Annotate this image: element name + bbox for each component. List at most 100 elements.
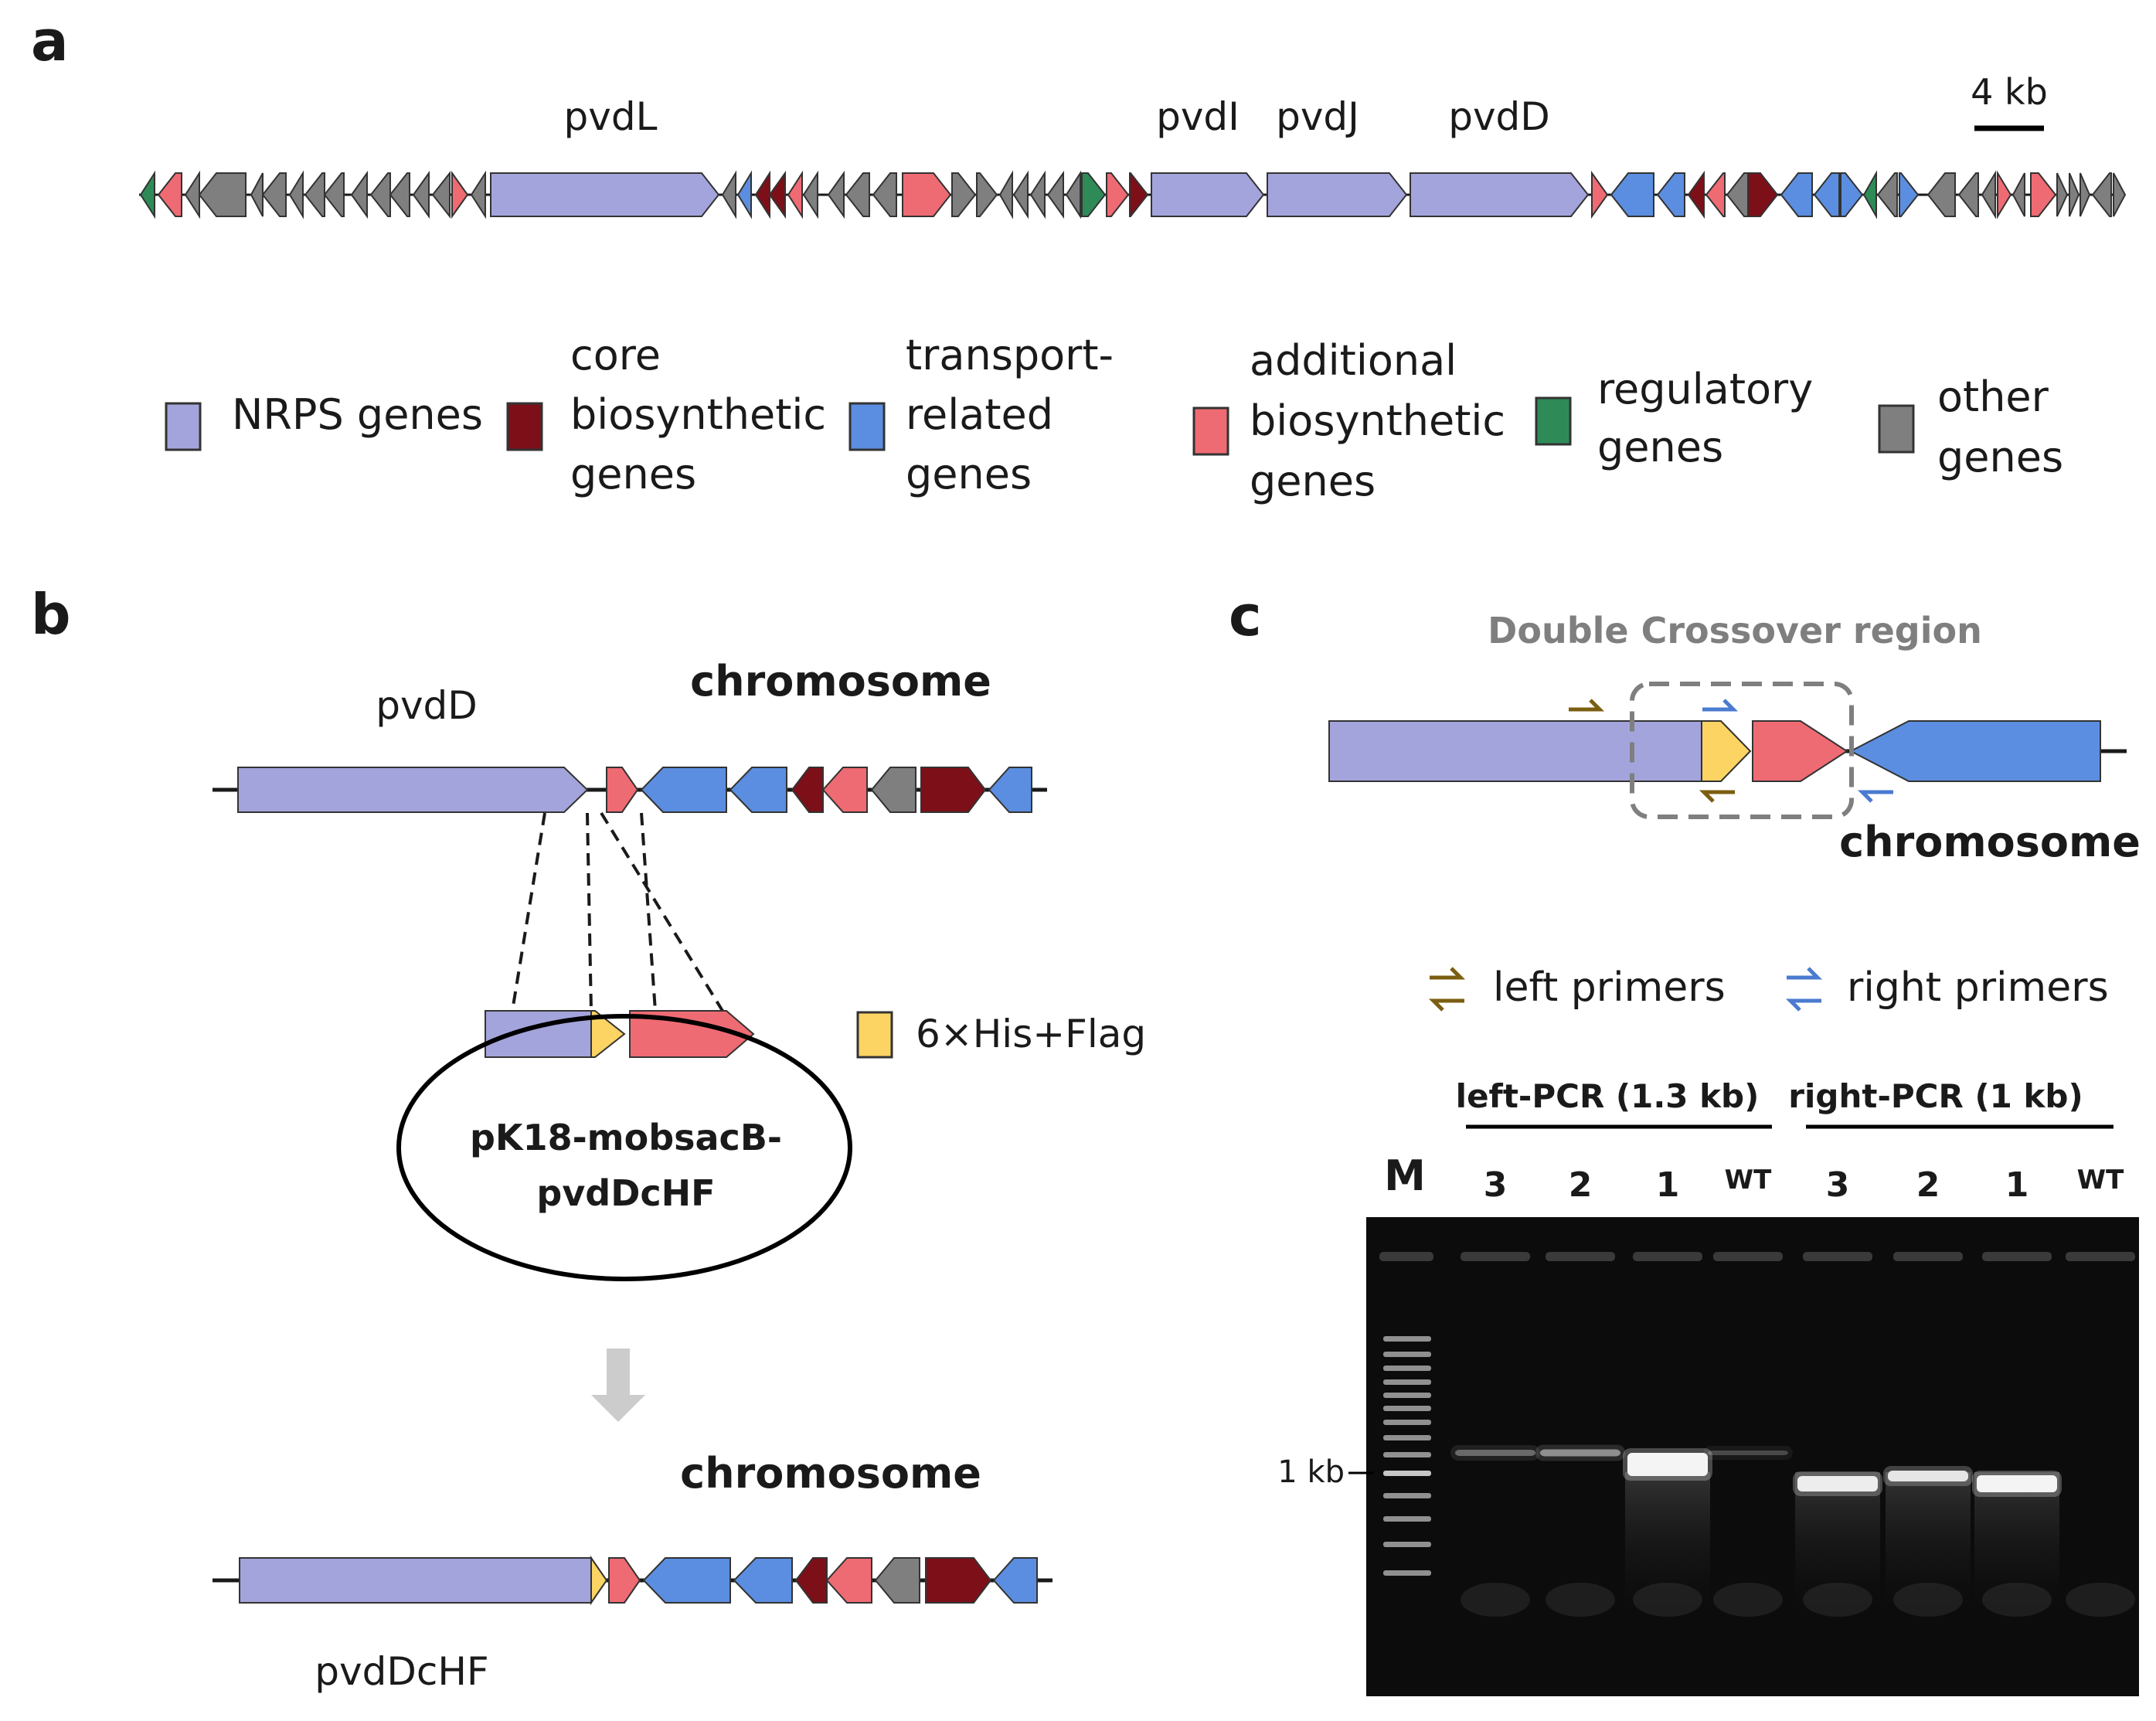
gene-core-top-7	[920, 767, 987, 813]
marker-lane-label: M	[1384, 1151, 1426, 1200]
chromosome-label-c: chromosome	[1839, 818, 2141, 866]
band-7	[1977, 1475, 2057, 1492]
ladder-band-12	[1383, 1516, 1431, 1522]
panel-a-letter: a	[31, 9, 69, 73]
primer-dimer-2	[1546, 1583, 1615, 1617]
ladder-band-6	[1383, 1406, 1431, 1411]
gel-well-1	[1461, 1252, 1530, 1261]
gene-other-23	[827, 170, 845, 219]
scale-bar-label: 4 kb	[1971, 71, 2048, 113]
legend-label-transport: transport-	[906, 331, 1114, 379]
lane-label-4: WT	[1725, 1165, 1773, 1196]
gene-core-36	[1129, 172, 1149, 217]
gene-other-63	[2113, 172, 2127, 217]
gene-transport-top-8	[988, 767, 1032, 813]
gene-other-6	[288, 170, 304, 219]
gene-other-45	[1726, 172, 1749, 217]
gene-other-4	[250, 172, 264, 217]
right-primers-icon	[1785, 967, 1823, 1012]
band-1	[1455, 1450, 1535, 1456]
gene-other-32	[1046, 170, 1064, 219]
primer-dimer-7	[1982, 1583, 2052, 1617]
panel-b-letter: b	[31, 582, 71, 647]
gene-other-54	[1957, 172, 1979, 217]
gel-well-3	[1633, 1252, 1702, 1261]
legend-swatch-transport	[848, 402, 886, 451]
gene-other-5	[261, 172, 287, 217]
legend-label-core: genes	[570, 450, 696, 498]
gene-other-9	[350, 170, 368, 219]
chromosome-label-top: chromosome	[690, 657, 991, 706]
ladder-band-5	[1383, 1393, 1431, 1398]
gene-transport-48	[1813, 172, 1840, 217]
plasmid-downstream-fragment	[629, 1010, 755, 1058]
gel-well-8	[2066, 1252, 2135, 1261]
gene-other-59	[2056, 172, 2069, 217]
crossover-genes	[1328, 720, 2101, 782]
chromosome-genes-top	[237, 767, 1032, 813]
gene-other-31	[1029, 170, 1046, 219]
crossover-transport-gene	[1848, 720, 2101, 782]
gene-additional-bottom-2	[608, 1557, 641, 1604]
gene-core-bottom-5	[794, 1557, 828, 1604]
legend-label-transport: genes	[906, 450, 1032, 498]
gene-additional-26	[902, 172, 952, 217]
gene-transport-bottom-9	[992, 1557, 1038, 1604]
left-reverse-primer-icon	[1699, 790, 1735, 803]
gene-other-60	[2069, 172, 2080, 217]
gene-tag-bottom-1	[590, 1555, 608, 1606]
gene-core-top-4	[791, 767, 824, 813]
gene-other-29	[998, 170, 1013, 219]
ladder-band-2	[1383, 1352, 1431, 1357]
left-pcr-label: left-PCR (1.3 kb)	[1456, 1077, 1760, 1115]
gene-other-53	[1926, 172, 1956, 217]
lane-label-2: 2	[1569, 1165, 1593, 1205]
gene-other-3	[198, 172, 247, 217]
gene-other-24	[845, 172, 870, 217]
gene-other-17	[721, 170, 736, 219]
gene-additional-35	[1106, 172, 1130, 217]
gene-transport-41	[1610, 172, 1654, 217]
legend-label-transport: related	[906, 390, 1053, 439]
gene-transport-top-2	[640, 767, 727, 813]
gene-nrps-38	[1267, 172, 1408, 217]
transition-arrow	[591, 1349, 645, 1422]
band-glow-4	[1703, 1446, 1793, 1460]
ladder-band-7	[1383, 1420, 1431, 1425]
gene-other-top-6	[870, 767, 916, 813]
lane-label-7: 1	[2005, 1165, 2029, 1205]
gene-cluster-map	[139, 170, 2127, 219]
lane-label-5: 3	[1826, 1165, 1850, 1205]
result-gene-label: pvdDcHF	[315, 1649, 488, 1694]
ladder-band-9	[1383, 1452, 1431, 1457]
plasmid-tag	[590, 1010, 626, 1058]
right-reverse-primer-icon	[1857, 790, 1893, 803]
ladder-band-1	[1383, 1336, 1431, 1342]
gene-additional-top-5	[821, 767, 868, 813]
gene-nrps-39	[1410, 172, 1590, 217]
band-3	[1627, 1453, 1708, 1476]
gene-other-30	[1012, 170, 1029, 219]
gene-nrps-top-0	[237, 767, 589, 813]
gene-core-20	[768, 170, 786, 219]
gene-transport-42	[1656, 172, 1685, 217]
band-6	[1888, 1471, 1968, 1481]
gene-other-25	[872, 172, 897, 217]
gene-additional-bottom-6	[825, 1557, 872, 1604]
gene-other-15	[470, 170, 486, 219]
band-5	[1797, 1476, 1878, 1491]
size-marker-label: 1 kb	[1277, 1454, 1345, 1490]
legend-swatch-nrps	[165, 402, 202, 451]
gel-well-6	[1893, 1252, 1963, 1261]
gene-transport-18	[736, 170, 752, 219]
pvdd-label: pvdD	[376, 683, 478, 728]
primer-dimer-1	[1461, 1583, 1530, 1617]
gene-transport-49	[1840, 172, 1864, 217]
gel-well-marker	[1379, 1252, 1433, 1261]
plasmid-circle	[396, 1014, 852, 1281]
gene-regulatory-0	[139, 170, 155, 219]
gene-label-pvdj: pvdJ	[1276, 94, 1359, 139]
left-primers-icon	[1428, 967, 1466, 1012]
gene-other-12	[412, 170, 430, 219]
